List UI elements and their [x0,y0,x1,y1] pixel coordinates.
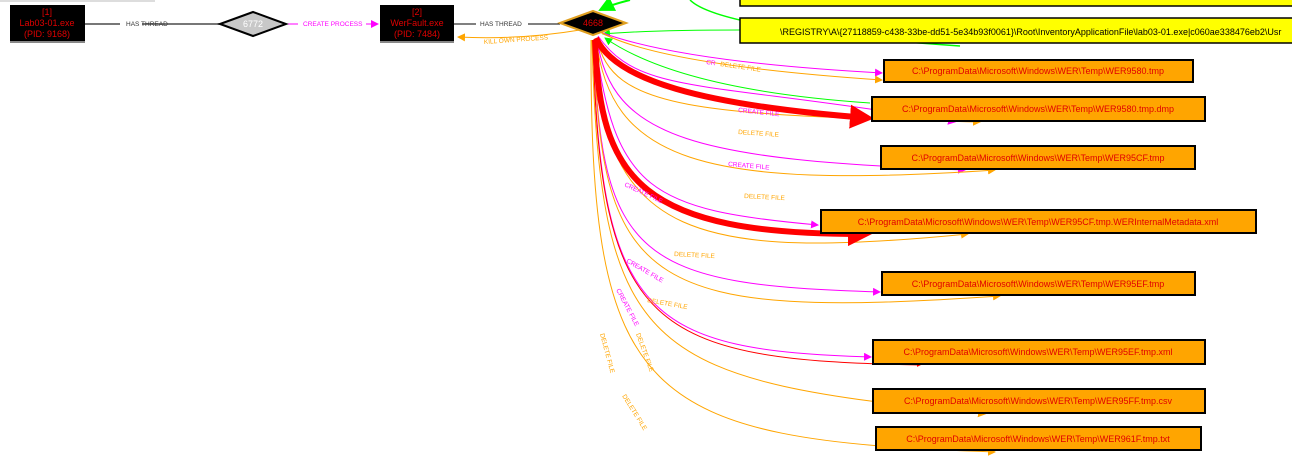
edge [596,37,966,174]
node-shape [820,209,1257,234]
edge-label: HAS THREAD [480,21,522,28]
node-label: C:\ProgramData\Microsoft\Windows\WER\Tem… [904,396,1173,406]
file-node[interactable]: C:\ProgramData\Microsoft\Windows\WER\Tem… [875,426,1202,451]
node-shape [739,17,1292,44]
file-node[interactable]: C:\ProgramData\Microsoft\Windows\WER\Tem… [871,96,1206,122]
edge-label: CREATE FILE [738,107,781,118]
node-label: WerFault.exe [390,18,443,28]
node-shape [883,59,1194,83]
edge [591,39,986,418]
edge-label: HAS THREAD [126,21,168,28]
node-label: (PID: 9168) [24,29,70,39]
process-node-lab03[interactable]: [1] Lab03-01.exe (PID: 9168) [10,5,85,43]
edge-label: DELETE FILE [598,333,615,375]
file-node[interactable]: C:\ProgramData\Microsoft\Windows\WER\Tem… [872,388,1206,414]
node-label: C:\ProgramData\Microsoft\Windows\WER\Tem… [902,104,1174,114]
edge-write-file [593,36,874,129]
edge-label: CR [706,59,717,67]
process-node-werfault[interactable]: [2] WerFault.exe (PID: 7484) [380,5,454,43]
file-node[interactable]: C:\ProgramData\Microsoft\Windows\WER\Tem… [880,145,1196,170]
node-label: Lab03-01.exe [19,18,74,28]
edge-label: DELETE FILE [744,193,786,202]
edge [604,37,871,104]
edge [595,37,996,177]
registry-node-top[interactable] [739,0,1292,7]
edge-label: KILL OWN PROCESS [484,34,549,46]
node-label: C:\ProgramData\Microsoft\Windows\WER\Tem… [906,434,1170,444]
node-label: C:\ProgramData\Microsoft\Windows\WER\Tem… [903,347,1172,357]
node-shape [881,271,1196,296]
node-shape [10,5,85,42]
edge [594,39,819,229]
node-label: C:\ProgramData\Microsoft\Windows\WER\Tem… [858,217,1219,227]
edge-label: DELETE FILE [620,393,648,432]
edge [599,31,883,84]
node-label: (PID: 7484) [394,29,440,39]
node-shape [380,5,454,42]
edge-label: DELETE FILE [738,129,780,139]
edge-label: DELETE FILE [634,332,655,373]
node-shape [557,9,629,37]
registry-node[interactable]: \REGISTRY\A\{27118859-c438-33be-dd51-5e3… [739,17,1292,44]
edge-label: CREATE PROCESS [303,21,363,28]
edge [590,39,996,456]
edge [593,39,1001,304]
file-node[interactable]: C:\ProgramData\Microsoft\Windows\WER\Tem… [883,59,1194,83]
node-label: [2] [412,7,422,17]
node-label: [1] [42,7,52,17]
node-label: \REGISTRY\A\{27118859-c438-33be-dd51-5e3… [780,27,1281,37]
node-shape [871,96,1206,122]
edge-label: CREATE FILE [728,161,771,172]
edge [592,39,921,367]
node-shape [217,10,289,38]
node-shape [872,339,1206,365]
node-label: 4668 [583,18,603,28]
thread-node-4668[interactable]: 4668 [557,9,629,37]
node-label: C:\ProgramData\Microsoft\Windows\WER\Tem… [912,66,1164,76]
node-label: 6772 [243,19,263,29]
file-node[interactable]: C:\ProgramData\Microsoft\Windows\WER\Tem… [881,271,1196,296]
node-shape [872,388,1206,414]
edge-label: DELETE FILE [647,297,689,311]
edge-write-file [592,39,872,247]
edge [598,0,631,11]
thread-node-6772[interactable]: 6772 [217,10,289,38]
file-node[interactable]: C:\ProgramData\Microsoft\Windows\WER\Tem… [820,209,1257,234]
file-node[interactable]: C:\ProgramData\Microsoft\Windows\WER\Tem… [872,339,1206,365]
edge [599,31,883,77]
edge-kill-own-process [457,29,581,42]
edge [602,29,741,38]
node-label: C:\ProgramData\Microsoft\Windows\WER\Tem… [912,279,1165,289]
node-label: C:\ProgramData\Microsoft\Windows\WER\Tem… [911,153,1164,163]
node-shape [880,145,1196,170]
node-shape [875,426,1202,451]
edge-label: DELETE FILE [674,251,716,260]
